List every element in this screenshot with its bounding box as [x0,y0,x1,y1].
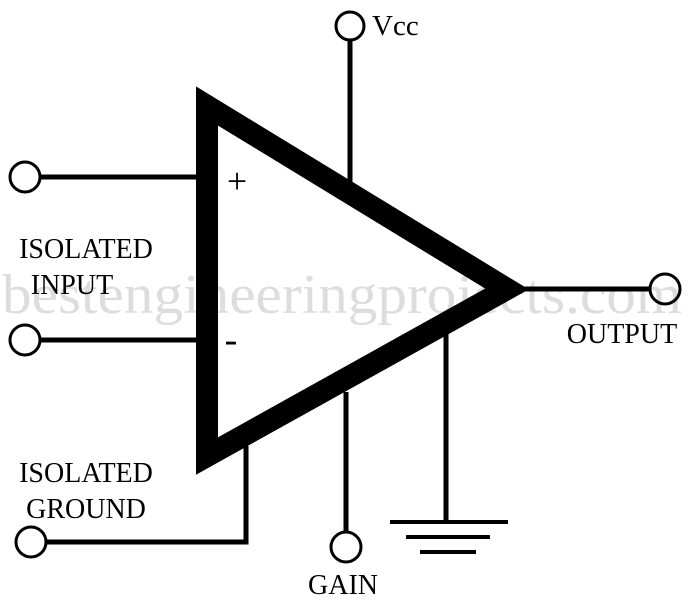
amplifier-triangle [196,86,529,475]
isolated-ground-wire [46,446,249,545]
noninverting-input-terminal [8,160,42,194]
isolated-ground-label-line2: GROUND [26,494,146,525]
gain-terminal [329,530,363,564]
gain-label: GAIN [308,570,378,601]
isolated-ground-terminal [14,525,48,559]
vcc-label: Vcc [372,10,419,42]
output-label: OUTPUT [567,319,677,350]
earth-ground-icon [390,520,508,554]
output-terminal [648,272,682,306]
isolated-input-label-line2: INPUT [31,270,113,301]
isolated-input-label-line1: ISOLATED [19,234,153,265]
minus-sign: - [225,319,238,361]
isolated-ground-label-line1: ISOLATED [19,458,153,489]
inverting-input-terminal [8,323,42,357]
vcc-terminal [334,10,366,42]
plus-sign: + [227,161,247,201]
watermark: bestengineeringprojects.com [2,264,682,326]
